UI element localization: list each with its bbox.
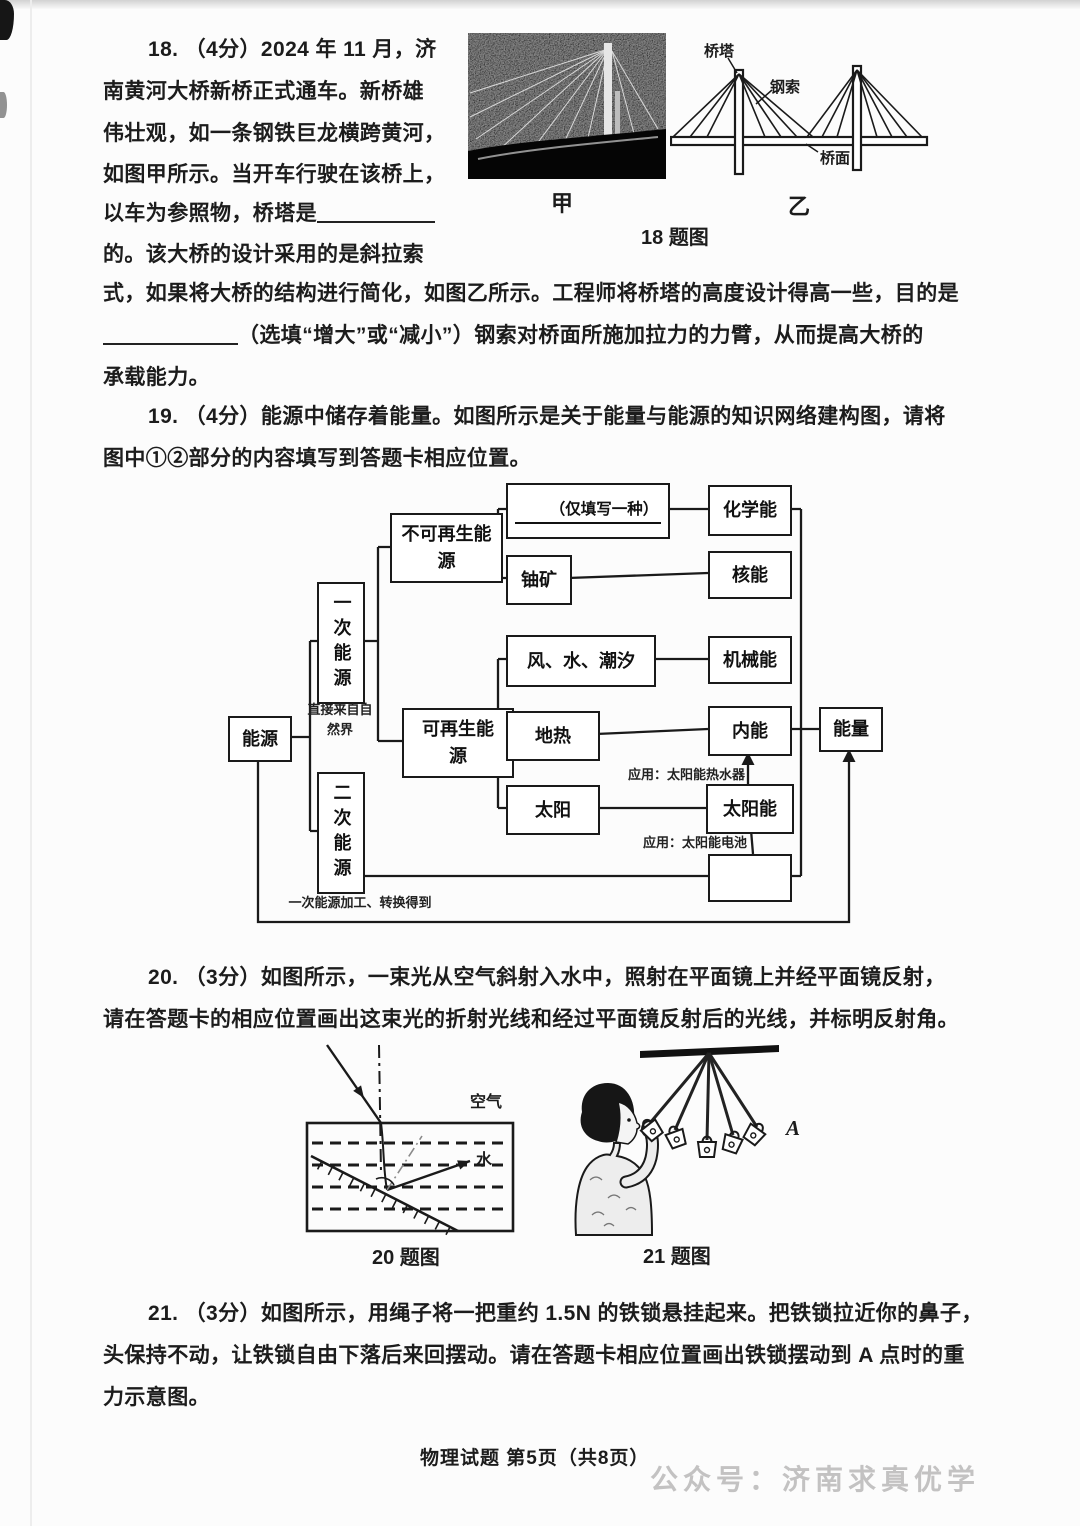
q21-line-3: 力示意图。 (103, 1386, 210, 1409)
q18-blank-2 (103, 323, 238, 345)
scan-top-edge (0, 0, 1080, 9)
primary-energy-note: 直接来自自然界 (307, 702, 373, 737)
solar-cell-note: 应用：太阳能电池 (643, 835, 748, 850)
q18-blank-1 (317, 201, 435, 223)
node-mechanical-energy: 机械能 (708, 636, 792, 684)
scan-edge-mark (0, 92, 7, 118)
support-bar (640, 1045, 779, 1058)
figure-21-caption: 21 题图 (643, 1246, 711, 1268)
boy-illustration (574, 1083, 659, 1236)
node-secondary-energy: 二次能源 (317, 772, 365, 894)
q18-line-5-text: 以车为参照物，桥塔是 (103, 202, 317, 225)
bridge-deck-label: 桥面 (820, 150, 851, 167)
q18-line-1: 18. （4分）2024 年 11 月，济 (148, 38, 437, 61)
q18-line-9: 承载能力。 (103, 366, 210, 389)
figure-18-caption: 18 题图 (641, 227, 709, 249)
angle-arc (375, 1176, 395, 1186)
node-energy: 能量 (819, 707, 883, 752)
scan-crease-line (30, 0, 32, 1526)
node-wind-water-tide: 风、水、潮汐 (506, 635, 656, 687)
node-primary-energy: 一次能源 (317, 582, 365, 704)
refraction-figure: 空气 水 (280, 1040, 580, 1275)
point-a-label: A (786, 1116, 801, 1140)
node-uranium: 铀矿 (506, 555, 572, 605)
pendulum-figure: A (560, 1030, 880, 1270)
water-label: 水 (476, 1152, 493, 1169)
q20-line-2: 请在答题卡的相应位置画出这束光的折射光线和经过平面镜反射后的光线，并标明反射角。 (103, 1008, 959, 1031)
q21-line-1: 21. （3分）如图所示，用绳子将一把重约 1.5N 的铁锁悬挂起来。把铁锁拉近… (148, 1302, 983, 1325)
solar-heater-note: 应用：太阳能热水器 (628, 767, 746, 782)
q20-line-1: 20. （3分）如图所示，一束光从空气斜射入水中，照射在平面镜上并经平面镜反射， (148, 966, 946, 989)
q18-line-4: 如图甲所示。当开车行驶在该桥上， (103, 163, 446, 186)
bridge-tower-label: 桥塔 (704, 43, 735, 60)
energy-network-diagram: 能源 一次能源 直接来自自然界 二次能源 一次能源加工、转换得到 不可再生能源 … (200, 455, 900, 935)
normal-line (378, 1044, 382, 1174)
bridge-diagram (670, 28, 935, 203)
q18-line-3: 伟壮观，如一条钢铁巨龙横跨黄河， (103, 122, 446, 145)
q18-line-7: 式，如果将大桥的结构进行简化，如图乙所示。工程师将桥塔的高度设计得高一些，目的是 (103, 282, 959, 305)
bridge-photo (468, 33, 666, 179)
node-geothermal: 地热 (506, 711, 600, 761)
node-blank-1: （仅填写一种） (506, 483, 670, 539)
q19-line-2: 图中①②部分的内容填写到答题卡相应位置。 (103, 447, 531, 470)
q19-line-1: 19. （4分）能源中储存着能量。如图所示是关于能量与能源的知识网络建构图，请将 (148, 405, 946, 428)
node-nuclear-energy: 核能 (708, 551, 792, 599)
air-label: 空气 (470, 1094, 503, 1111)
watermark: 公众号：济南求真优学 (650, 1464, 981, 1495)
node-internal-energy: 内能 (708, 706, 792, 756)
q21-line-2: 头保持不动，让铁锁自由下落后来回摆动。请在答题卡相应位置画出铁锁摆动到 A 点时… (103, 1344, 965, 1367)
energy-network-lines (256, 507, 856, 924)
node-sun: 太阳 (506, 785, 600, 835)
bridge-cable-label: 钢索 (770, 79, 801, 96)
q18-line-5: 以车为参照物，桥塔是 (103, 197, 435, 227)
mirror-hatching (316, 1161, 451, 1236)
q18-line-6: 的。该大桥的设计采用的是斜拉索 (103, 243, 424, 266)
node-nonrenewable: 不可再生能源 (390, 513, 503, 583)
pendulum-strings (648, 1052, 759, 1141)
secondary-energy-note: 一次能源加工、转换得到 (288, 895, 432, 910)
node-chemical-energy: 化学能 (708, 485, 792, 536)
node-renewable: 可再生能源 (402, 708, 514, 778)
ray-to-mirror (380, 1122, 388, 1191)
q18-line-8: （选填“增大”或“减小”）钢索对桥面所施加拉力的力臂，从而提高大桥的 (103, 319, 924, 349)
q18-line-2: 南黄河大桥新桥正式通车。新桥雄 (103, 80, 424, 103)
node-blank-2 (708, 854, 792, 902)
incident-ray (326, 1044, 382, 1124)
page-number-info: 物理试题 第5页（共8页） (420, 1448, 650, 1469)
plane-mirror (310, 1154, 459, 1233)
blank-1-underline: （仅填写一种） (514, 498, 662, 524)
diagram-label-yi: 乙 (788, 194, 811, 219)
photo-label-jia: 甲 (551, 191, 574, 216)
scan-corner-mark (0, 0, 14, 40)
node-solar-energy: 太阳能 (706, 784, 794, 834)
blank-1-hint: （仅填写一种） (549, 501, 659, 519)
q18-line-8-text: （选填“增大”或“减小”）钢索对桥面所施加拉力的力臂，从而提高大桥的 (238, 324, 924, 347)
figure-20-caption: 20 题图 (372, 1247, 440, 1269)
node-energy-source: 能源 (228, 716, 292, 762)
reflected-ray (386, 1159, 471, 1192)
